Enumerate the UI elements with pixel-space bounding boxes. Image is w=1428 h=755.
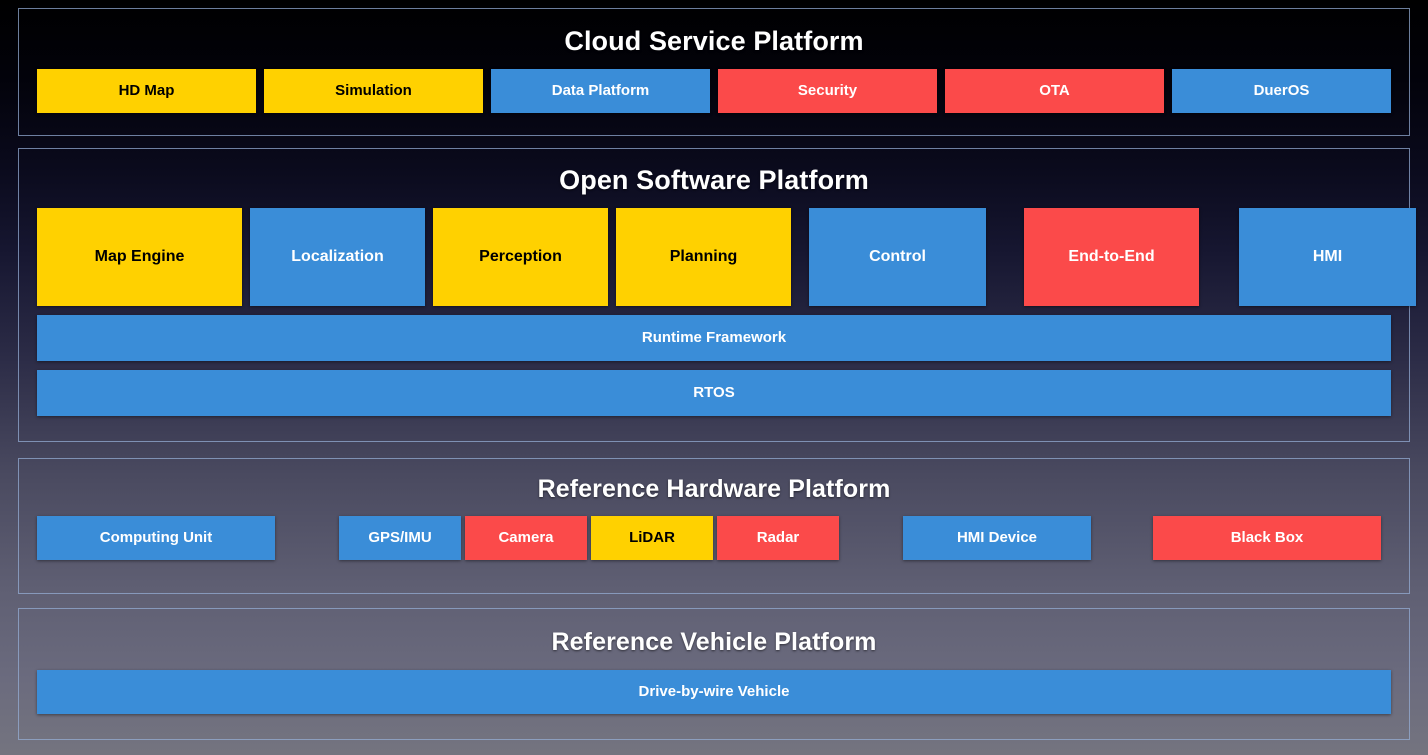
module-black-box[interactable]: Black Box <box>1153 516 1381 560</box>
module-hmi-device[interactable]: HMI Device <box>903 516 1091 560</box>
panel-cloud-service-platform: Cloud Service Platform HD Map Simulation… <box>18 8 1410 136</box>
module-simulation[interactable]: Simulation <box>264 69 483 113</box>
module-dueros[interactable]: DuerOS <box>1172 69 1391 113</box>
panel-title-reference-hardware-platform: Reference Hardware Platform <box>537 475 891 503</box>
module-drive-by-wire-vehicle[interactable]: Drive-by-wire Vehicle <box>37 670 1391 714</box>
cloud-service-module-row: HD Map Simulation Data Platform Security… <box>37 69 1391 113</box>
module-rtos[interactable]: RTOS <box>37 370 1391 416</box>
panel-title-reference-vehicle-platform: Reference Vehicle Platform <box>551 628 877 656</box>
panel-reference-vehicle-platform: Reference Vehicle Platform Drive-by-wire… <box>18 608 1410 740</box>
panel-title-cloud-service-platform: Cloud Service Platform <box>564 26 864 56</box>
module-control[interactable]: Control <box>809 208 986 306</box>
module-runtime-framework[interactable]: Runtime Framework <box>37 315 1391 361</box>
module-security[interactable]: Security <box>718 69 937 113</box>
module-data-platform[interactable]: Data Platform <box>491 69 710 113</box>
module-ota[interactable]: OTA <box>945 69 1164 113</box>
module-gps-imu[interactable]: GPS/IMU <box>339 516 461 560</box>
software-module-row: Map Engine Localization Perception Plann… <box>37 208 1416 306</box>
module-planning[interactable]: Planning <box>616 208 791 306</box>
module-radar[interactable]: Radar <box>717 516 839 560</box>
module-map-engine[interactable]: Map Engine <box>37 208 242 306</box>
module-end-to-end[interactable]: End-to-End <box>1024 208 1199 306</box>
module-computing-unit[interactable]: Computing Unit <box>37 516 275 560</box>
hardware-module-row: Computing Unit GPS/IMU Camera LiDAR Rada… <box>37 516 1391 560</box>
panel-title-open-software-platform: Open Software Platform <box>559 165 869 195</box>
module-camera[interactable]: Camera <box>465 516 587 560</box>
panel-reference-hardware-platform: Reference Hardware Platform Computing Un… <box>18 458 1410 594</box>
module-hmi[interactable]: HMI <box>1239 208 1416 306</box>
module-localization[interactable]: Localization <box>250 208 425 306</box>
sensor-group: GPS/IMU Camera LiDAR Radar <box>339 516 839 560</box>
module-lidar[interactable]: LiDAR <box>591 516 713 560</box>
panel-open-software-platform: Open Software Platform Map Engine Locali… <box>18 148 1416 442</box>
module-perception[interactable]: Perception <box>433 208 608 306</box>
module-hd-map[interactable]: HD Map <box>37 69 256 113</box>
